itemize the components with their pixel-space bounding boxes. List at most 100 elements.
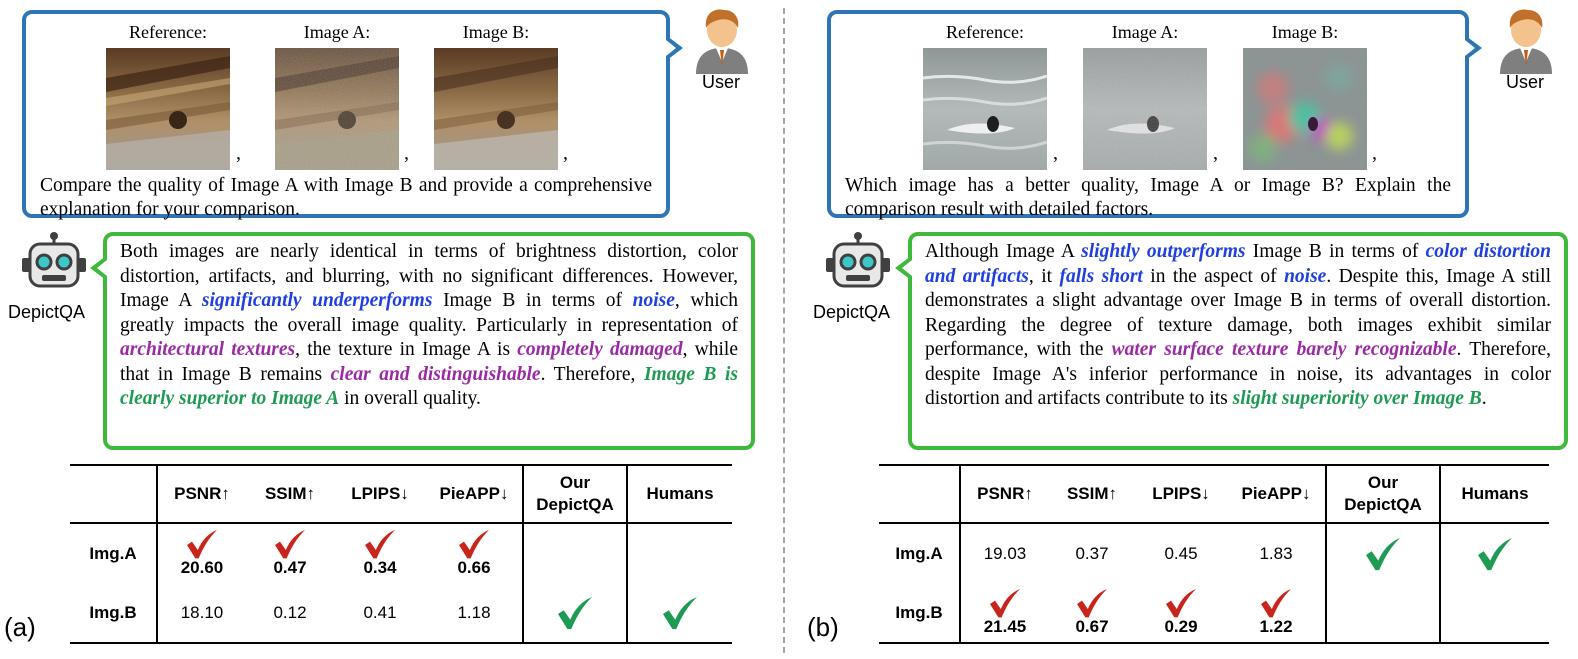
green-check-icon: [558, 596, 592, 629]
comma: ,: [1213, 142, 1218, 164]
answer-segment: in the aspect of: [1142, 265, 1285, 287]
reference-image: [106, 48, 230, 170]
row-header: Img.A: [70, 523, 158, 583]
table-cell: 0.41: [334, 583, 426, 643]
metric-value: 0.45: [1164, 543, 1198, 563]
highlight-purple: clear and distinguishable: [330, 363, 541, 385]
metric-value: 18.10: [180, 602, 224, 622]
col-header: PSNR↑: [977, 484, 1033, 503]
panel-a: Reference: , Image A:: [4, 9, 755, 643]
metric-value: 1.22: [1259, 616, 1293, 636]
comma: ,: [1053, 142, 1058, 164]
image-a-col: Image A:: [1083, 20, 1207, 175]
user-avatar-icon: [1500, 9, 1552, 74]
col-header: LPIPS↓: [1152, 484, 1210, 503]
table-cell: 1.83: [1227, 523, 1327, 583]
metric-value: 21.45: [983, 616, 1027, 636]
image-b-label: Image B:: [1271, 22, 1339, 42]
metric-value: 0.47: [273, 557, 307, 577]
table-cell: 0.29: [1135, 583, 1227, 643]
answer-segment: .: [1481, 388, 1487, 409]
table-cell: 0.34: [334, 523, 426, 583]
highlight-green: Image B is clearly superior to Image A: [120, 363, 738, 410]
col-header: Our DepictQA: [1326, 465, 1441, 523]
table-cell: [523, 523, 628, 583]
image-a-col: Image A:: [275, 20, 399, 175]
image-a-label: Image A:: [1111, 22, 1179, 42]
user-name: User: [702, 72, 741, 92]
metric-value: 1.83: [1259, 543, 1293, 563]
user-avatar-icon: [696, 9, 748, 74]
highlight-blue: significantly underperforms: [201, 290, 433, 311]
highlight-green: slight superiority over Image B: [1232, 388, 1482, 409]
green-check-icon: [663, 596, 697, 629]
user-question: Compare the quality of Image A with Imag…: [40, 175, 652, 220]
table-cell: 0.47: [246, 523, 334, 583]
highlight-purple: architectural textures: [120, 339, 296, 360]
table-cell: [1326, 583, 1441, 643]
row-header: Img.B: [879, 583, 961, 643]
table-cell: [1440, 523, 1549, 583]
answer-segment: Although Image A: [925, 241, 1082, 262]
image-a-label: Image A:: [303, 22, 371, 42]
col-header: PSNR↑: [174, 484, 230, 503]
red-check-icon: [990, 588, 1020, 617]
comma: ,: [236, 142, 241, 164]
table-cell: 18.10: [157, 583, 246, 643]
row-header: Img.B: [70, 583, 158, 643]
table-row: Img.A 19.03 0.37 0.45 1.83: [879, 523, 1549, 583]
table-cell: 21.45: [960, 583, 1049, 643]
image-a: [275, 48, 399, 170]
red-check-icon: [275, 529, 305, 558]
corner-cell: [879, 465, 961, 523]
image-b-label: Image B:: [462, 22, 530, 42]
red-check-icon: [1261, 588, 1291, 617]
row-header: Img.A: [879, 523, 961, 583]
answer-segment: , it: [1028, 265, 1060, 287]
answer-segment: . Despite this, Image A still demonstrat…: [925, 265, 1551, 361]
green-check-icon: [1478, 537, 1512, 570]
answer-segment: in overall quality.: [339, 388, 481, 409]
user-name: User: [1506, 72, 1545, 92]
metric-value: 0.29: [1164, 616, 1198, 636]
robot-name: DepictQA: [8, 302, 86, 322]
panel-label: (b): [807, 612, 839, 642]
table-cell: 0.12: [246, 583, 334, 643]
metric-value: 0.37: [1075, 543, 1109, 563]
answer-segment: Both images are nearly identical in term…: [120, 241, 738, 311]
table-cell: 0.67: [1049, 583, 1135, 643]
highlight-blue: slightly outperforms: [1081, 241, 1246, 262]
image-b: [1243, 48, 1367, 170]
answer-segment: , which greatly impacts the overall imag…: [120, 290, 739, 336]
reference-image-col: Reference:: [106, 20, 230, 175]
image-b-col: Image B:: [1243, 20, 1367, 175]
col-header: LPIPS↓: [351, 484, 409, 503]
red-check-icon: [365, 529, 395, 558]
robot-icon: [22, 232, 86, 288]
metric-value: 0.12: [273, 602, 307, 622]
metrics-table: PSNR↑ SSIM↑ LPIPS↓ PieAPP↓ Our DepictQA …: [879, 464, 1549, 644]
reference-image: [922, 48, 1048, 170]
answer-text: Although Image A slightly outperforms Im…: [925, 240, 1551, 412]
robot-icon: [826, 232, 890, 288]
user-question-bubble: Reference: , Image A:: [22, 10, 683, 220]
user-question: Which image has a better quality, Image …: [845, 175, 1451, 220]
image-a: [1083, 48, 1207, 170]
col-header: SSIM↑: [264, 484, 316, 503]
table-row: Img.B 21.45 0.67 0.29 1.22: [879, 583, 1549, 643]
answer-segment: . Therefore,: [540, 363, 644, 385]
table-cell: [1326, 523, 1441, 583]
green-check-icon: [1366, 537, 1400, 570]
col-header: SSIM↑: [1066, 484, 1118, 503]
metric-value: 0.66: [457, 557, 491, 577]
red-check-icon: [187, 529, 217, 558]
answer-segment: , while that in Image B remains: [120, 339, 738, 385]
metric-value: 20.60: [180, 557, 224, 577]
table-cell: [523, 583, 628, 643]
col-header: Humans: [646, 484, 714, 503]
table-cell: 19.03: [960, 523, 1049, 583]
col-header: PieAPP↓: [1227, 465, 1327, 523]
metric-value: 19.03: [983, 543, 1027, 563]
table-cell: 0.37: [1049, 523, 1135, 583]
